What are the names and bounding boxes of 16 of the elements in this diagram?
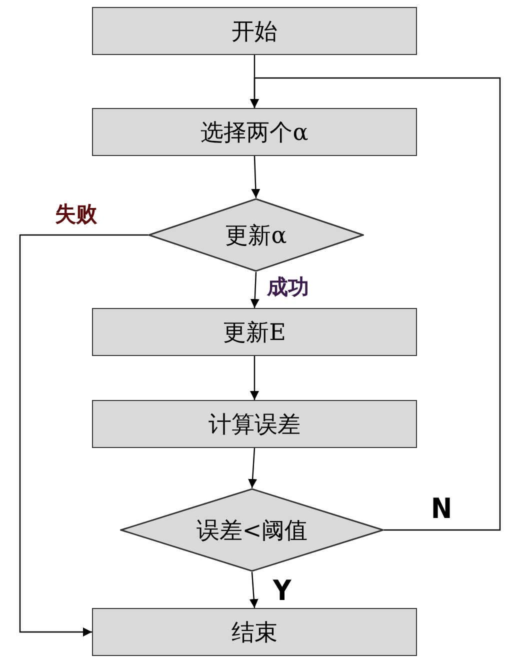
edge-label: 成功 — [266, 275, 310, 298]
arrow — [250, 272, 260, 308]
end-box: 结束 — [92, 608, 417, 656]
start-box: 开始 — [92, 7, 417, 55]
edge-label: 失败 — [54, 202, 98, 225]
decision-diamond: 误差<阈值 — [120, 488, 384, 572]
arrow — [250, 356, 259, 400]
decision-diamond: 更新α — [148, 198, 364, 272]
process-box: 选择两个α — [92, 108, 417, 156]
arrow — [249, 572, 258, 608]
arrow — [248, 448, 258, 488]
process-box: 计算误差 — [92, 400, 417, 448]
process-box: 更新E — [92, 308, 417, 356]
arrow — [250, 77, 501, 531]
arrow — [251, 156, 260, 198]
arrow — [19, 234, 148, 636]
